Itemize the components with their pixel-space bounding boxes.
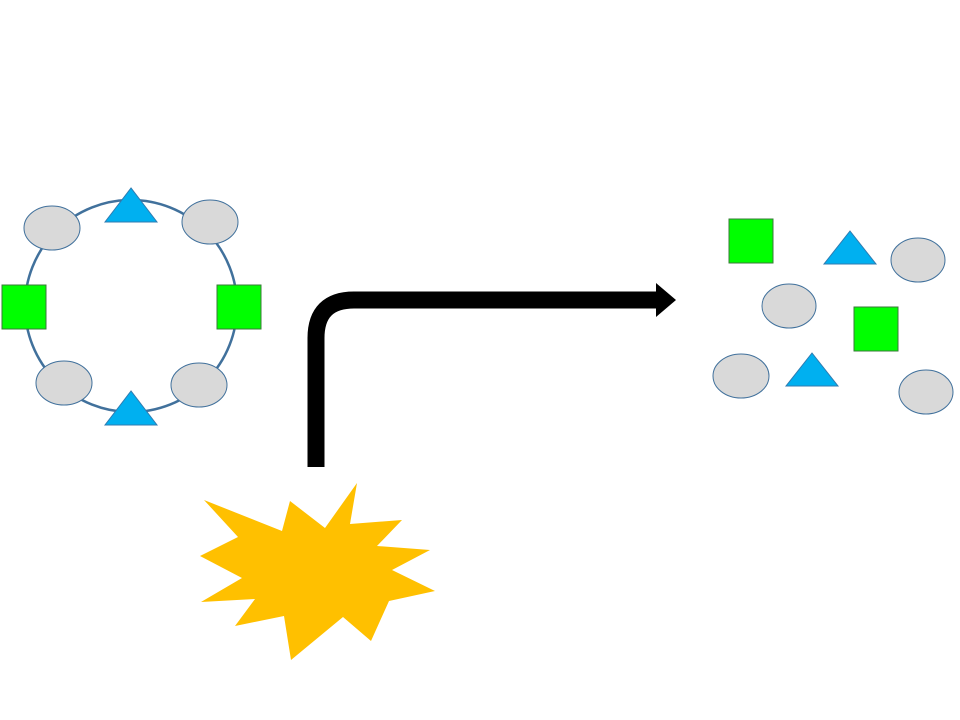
green-square-icon	[728, 218, 774, 264]
bent-arrow-right-icon	[307, 291, 656, 467]
blue-triangle-icon	[103, 187, 159, 223]
gray-circle-icon	[898, 369, 954, 415]
arrow-head	[656, 283, 676, 317]
gray-circle-icon	[35, 360, 93, 406]
green-square-icon	[853, 306, 899, 352]
blue-triangle-icon	[103, 390, 159, 426]
explosion-burst-icon	[200, 483, 435, 660]
green-square-icon	[1, 284, 47, 330]
gray-circle-icon	[170, 362, 228, 408]
gray-circle-icon	[761, 283, 817, 329]
gray-circle-icon	[712, 353, 770, 399]
scattered-components	[712, 218, 954, 415]
gray-circle-icon	[890, 237, 946, 283]
ring-assembly	[1, 187, 262, 426]
blue-triangle-icon	[822, 230, 878, 265]
gray-circle-icon	[181, 199, 239, 245]
green-square-icon	[216, 284, 262, 330]
transition-arrow	[307, 283, 676, 467]
blue-triangle-icon	[784, 352, 840, 387]
gray-circle-icon	[23, 205, 81, 251]
